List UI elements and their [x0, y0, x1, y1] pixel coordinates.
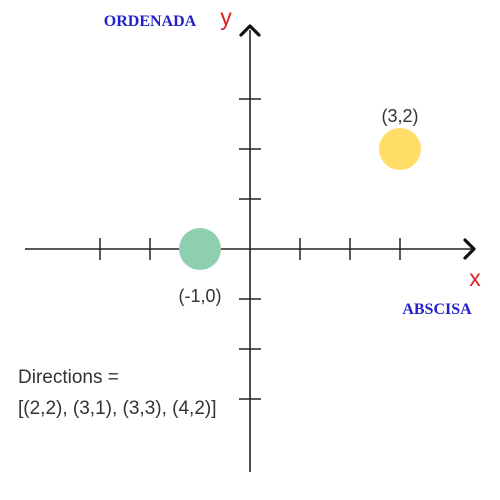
x-axis-title: ABSCISA [402, 301, 472, 318]
directions-list: [(2,2), (3,1), (3,3), (4,2)] [18, 398, 217, 419]
y-axis-title: ORDENADA [104, 13, 197, 30]
directions-label: Directions = [18, 367, 119, 388]
point-label: (3,2) [381, 106, 418, 126]
point-marker [379, 128, 421, 170]
x-axis-arrow [463, 238, 476, 260]
x-axis-letter: x [469, 265, 481, 291]
ticks-group [99, 98, 401, 400]
y-axis-letter: y [220, 4, 232, 30]
points-group: (3,2) (-1,0) [178, 106, 421, 306]
point-marker [179, 228, 221, 270]
y-axis-arrow [239, 24, 261, 37]
point-label: (-1,0) [178, 286, 221, 306]
